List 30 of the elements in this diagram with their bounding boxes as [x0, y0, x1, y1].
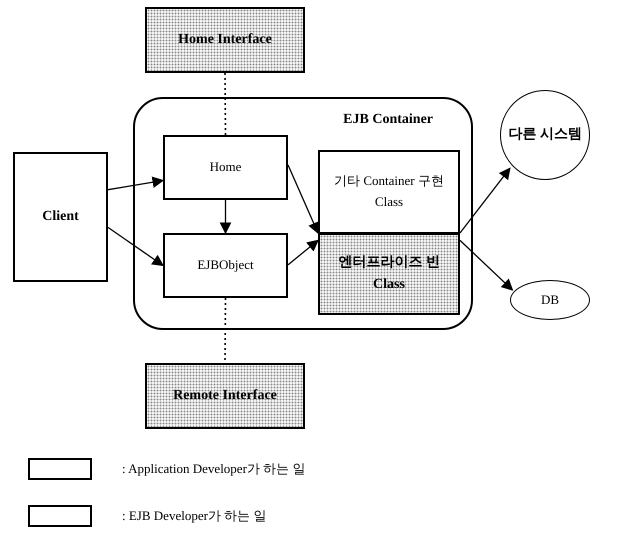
arrow: [460, 240, 514, 291]
arrow: [287, 164, 320, 234]
arrow: [288, 240, 319, 266]
container-box: [133, 97, 473, 330]
node-label: Remote Interface: [172, 386, 278, 405]
arrow: [459, 167, 511, 234]
arrow: [108, 176, 164, 190]
node-label: Home Interface: [177, 30, 273, 49]
node-label: Home: [208, 158, 242, 176]
node-label: DB: [540, 290, 560, 309]
dotted-line: [224, 298, 226, 363]
node-label: 기타 Container 구현 Class: [333, 172, 445, 211]
legend-label: : Application Developer가 하는 일: [122, 460, 306, 478]
client-box: [13, 152, 108, 282]
interface-box: [145, 363, 305, 429]
legend-label: : EJB Developer가 하는 일: [122, 506, 266, 525]
arrow: [108, 226, 164, 266]
node-label: Client: [41, 208, 80, 226]
node-label: 다른 시스템: [508, 126, 582, 144]
db-ellipse: [510, 280, 590, 320]
dotted-line: [224, 73, 226, 135]
node-label: 엔터프라이즈 빈 Class: [337, 254, 441, 294]
home-box: [163, 135, 288, 200]
arrow: [220, 200, 232, 234]
class-box: [318, 150, 460, 234]
bean-class-box: [318, 233, 460, 315]
container-title: EJB Container: [342, 111, 434, 129]
interface-box: [145, 7, 305, 73]
node-label: EJBObject: [196, 256, 255, 274]
ejbobject-box: [163, 233, 288, 298]
